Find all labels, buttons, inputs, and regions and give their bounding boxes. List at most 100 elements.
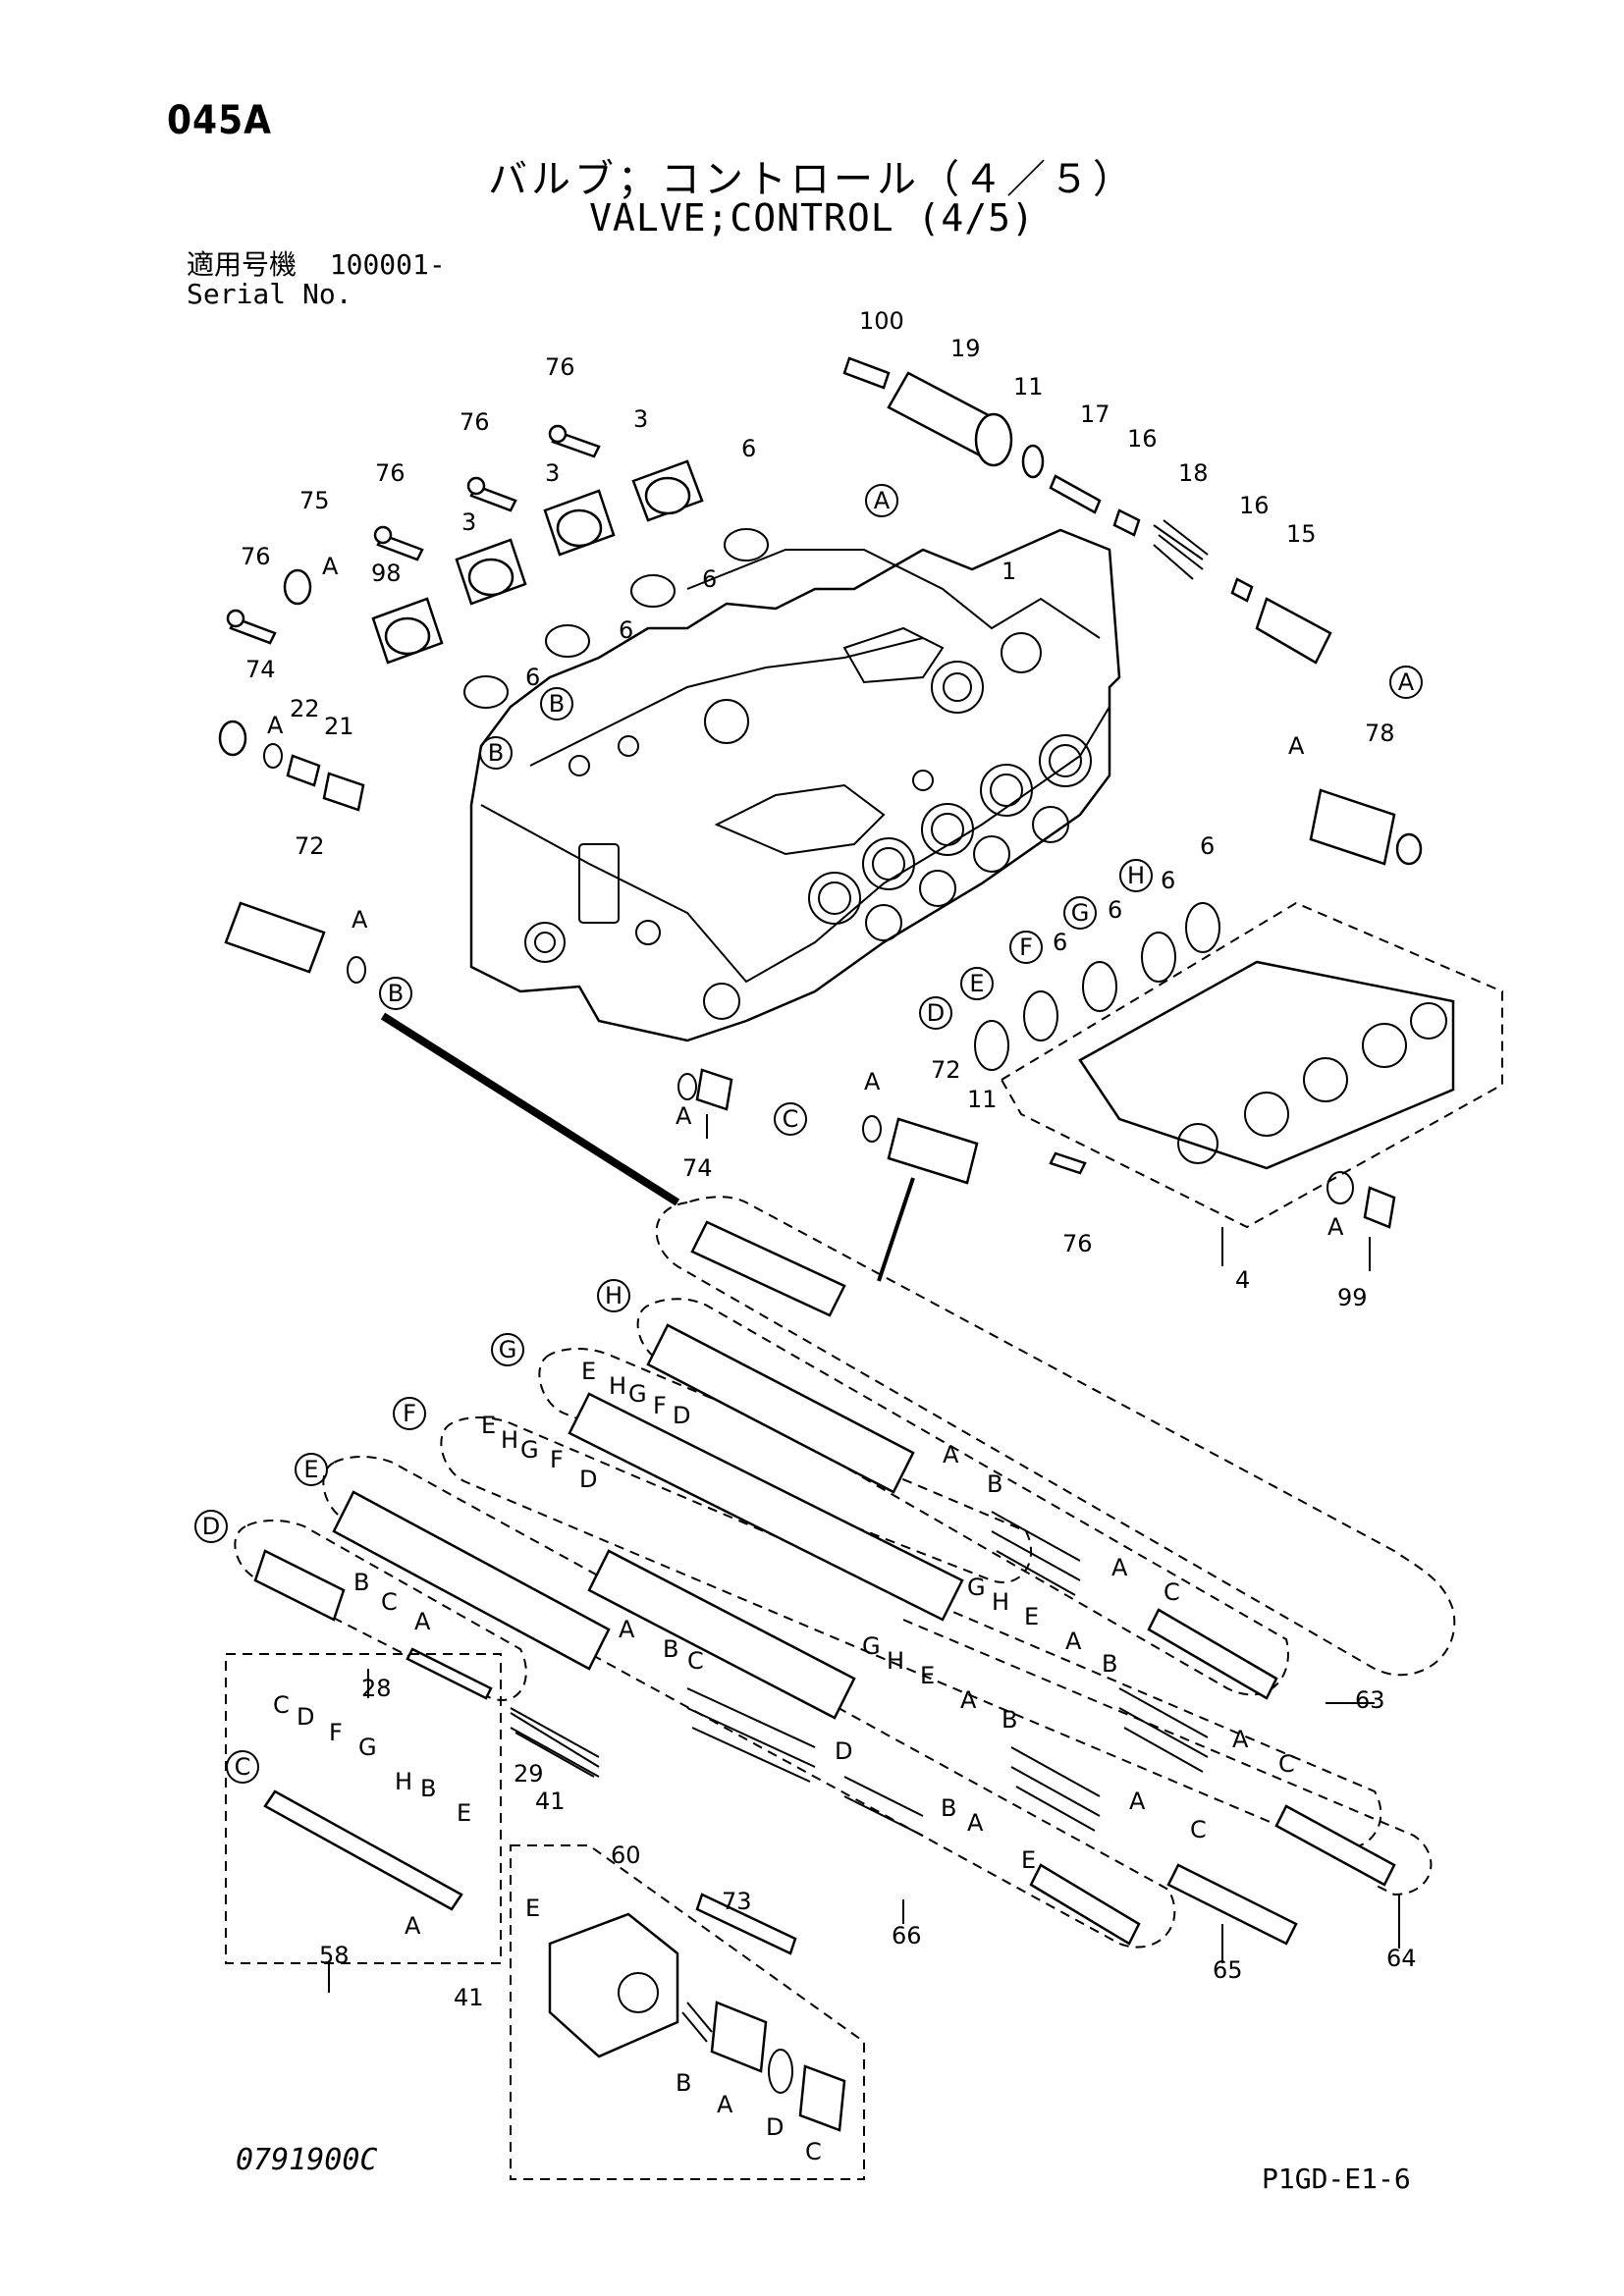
serial-value: 100001- (329, 248, 446, 281)
leader-lines (328, 1114, 1400, 1993)
svg-text:D: D (202, 1513, 220, 1540)
svg-text:A: A (1398, 668, 1415, 696)
sub-label: G (520, 1436, 539, 1464)
sub-label: A (619, 1616, 635, 1643)
ref-circle-H: H (597, 1279, 630, 1312)
svg-text:G: G (1071, 899, 1090, 927)
callout-16: 16 (1127, 425, 1158, 453)
ref-circle-B: B (540, 687, 573, 721)
sub-label: E (481, 1412, 496, 1439)
sub-label: C (805, 2138, 822, 2165)
ref-circle-B: B (479, 736, 513, 770)
callout-3: 3 (545, 459, 560, 487)
sub-label: F (329, 1719, 343, 1746)
sub-label: B (1102, 1650, 1117, 1678)
valve-body (469, 528, 1121, 1042)
callout-74: 74 (682, 1154, 713, 1182)
sub-label: C (273, 1691, 290, 1719)
callout-76: 76 (460, 408, 490, 436)
callout-11: 11 (967, 1086, 998, 1113)
callout-A: A (267, 712, 284, 739)
callout-A: A (352, 906, 368, 934)
svg-text:E: E (969, 970, 984, 997)
sub-label: G (862, 1632, 881, 1660)
sub-label: B (1001, 1706, 1017, 1734)
sub-label: A (1129, 1788, 1146, 1815)
sub-label: B (676, 2069, 691, 2097)
sub-label: A (414, 1608, 431, 1635)
svg-text:A: A (874, 487, 891, 514)
sub-label: B (353, 1569, 369, 1596)
callout-66: 66 (892, 1922, 922, 1949)
sub-label: A (960, 1686, 977, 1714)
svg-text:D: D (927, 999, 945, 1027)
callout-1: 1 (1001, 558, 1016, 585)
sub-label: E (525, 1895, 540, 1922)
callout-64: 64 (1386, 1945, 1417, 1972)
callout-11: 11 (1013, 373, 1044, 400)
sub-label: H (609, 1372, 626, 1400)
ref-circle-E: E (960, 967, 994, 1000)
svg-text:C: C (783, 1105, 799, 1133)
sub-label: E (581, 1358, 596, 1385)
svg-text:E: E (303, 1456, 318, 1483)
sub-label: D (766, 2113, 784, 2141)
callout-19: 19 (950, 335, 981, 362)
sub-label: E (1021, 1846, 1036, 1874)
sub-label: D (297, 1703, 314, 1731)
callout-17: 17 (1080, 400, 1110, 428)
callout-72: 72 (295, 832, 325, 860)
callout-21: 21 (324, 713, 354, 740)
callout-76: 76 (375, 459, 406, 487)
callout-73: 73 (722, 1888, 752, 1915)
callout-28: 28 (361, 1675, 392, 1702)
circle-references: A A B B B H G F E D C H G F E D C (194, 484, 1423, 1784)
callout-4: 4 (1235, 1266, 1250, 1294)
sub-label: F (550, 1446, 564, 1473)
sub-label: B (420, 1775, 436, 1802)
ref-circle-F: F (1009, 931, 1043, 964)
callout-41: 41 (535, 1788, 566, 1815)
callout-A: A (676, 1102, 692, 1130)
sub-label: G (358, 1734, 377, 1761)
sub-label: D (579, 1466, 597, 1493)
title-english: VALVE;CONTROL (4/5) (589, 196, 1035, 240)
callout-6: 6 (1108, 896, 1122, 924)
ref-circle-F: F (393, 1397, 426, 1430)
sub-label: C (1164, 1578, 1180, 1606)
sub-label: E (920, 1662, 935, 1689)
svg-text:H: H (605, 1282, 623, 1309)
sub-label: A (967, 1809, 984, 1837)
ref-circle-C: C (774, 1102, 807, 1136)
svg-text:B: B (388, 980, 404, 1007)
drawing-number: 0791900C (236, 2143, 378, 2177)
callout-6: 6 (1053, 929, 1067, 956)
svg-text:H: H (1127, 862, 1145, 889)
svg-text:B: B (488, 739, 504, 767)
sub-label: G (967, 1574, 986, 1601)
sub-label: H (395, 1768, 412, 1795)
callout-41: 41 (454, 1984, 484, 2011)
sub-label: C (1190, 1816, 1207, 1843)
callout-98: 98 (371, 560, 402, 587)
ref-circle-D: D (194, 1510, 228, 1543)
ref-circle-E: E (295, 1453, 328, 1486)
sub-label: A (1111, 1554, 1128, 1581)
callout-A: A (1288, 732, 1305, 760)
callout-78: 78 (1365, 720, 1395, 747)
callout-75: 75 (299, 487, 330, 514)
callout-15: 15 (1286, 520, 1317, 548)
callout-3: 3 (461, 508, 476, 536)
sub-label: C (687, 1647, 704, 1675)
callout-18: 18 (1178, 459, 1209, 487)
ref-circle-H: H (1119, 859, 1153, 892)
sub-label: D (673, 1402, 690, 1429)
top-right-parts (842, 356, 1332, 665)
ref-circle-A: A (865, 484, 898, 517)
callout-72: 72 (931, 1056, 961, 1084)
callout-100: 100 (859, 307, 904, 335)
sub-label: D (835, 1737, 852, 1765)
sub-label: H (501, 1426, 518, 1454)
sub-label: A (405, 1912, 421, 1940)
